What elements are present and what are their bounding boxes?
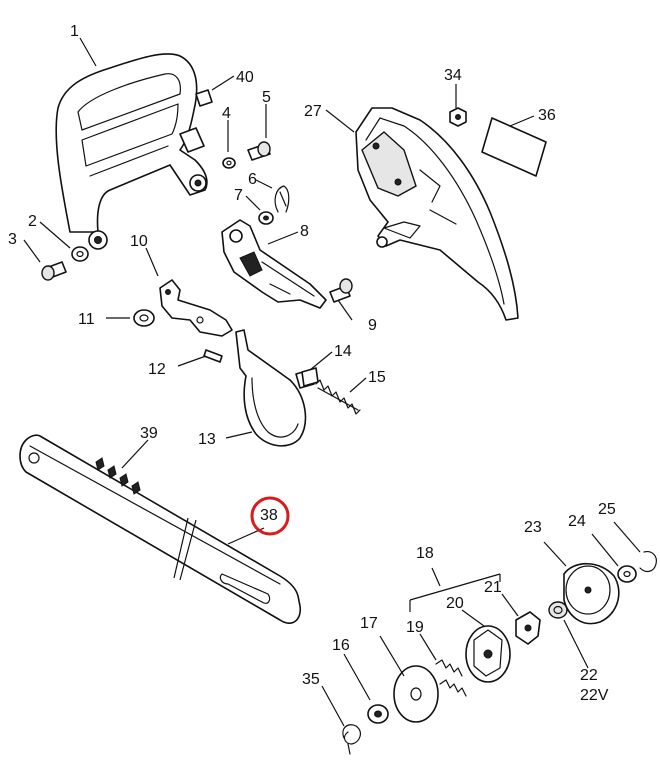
guide-bar-part-38[interactable] [19, 434, 302, 624]
label-part-36[interactable]: 36 [538, 107, 556, 124]
screw-part-3[interactable] [41, 261, 67, 281]
label-sticker-part-36[interactable] [481, 117, 547, 177]
clutch-assembly-part-20[interactable] [465, 625, 511, 683]
brake-lever-part-8[interactable] [221, 219, 327, 309]
label-part-25[interactable]: 25 [598, 501, 616, 518]
sprocket-cover-part-27[interactable] [355, 107, 519, 321]
label-part-8[interactable]: 8 [300, 223, 309, 240]
label-part-2[interactable]: 2 [28, 213, 37, 230]
spring-part-35[interactable] [342, 724, 361, 755]
hand-guard-part-1[interactable] [55, 53, 208, 250]
label-part-22v[interactable]: 22V [580, 687, 609, 704]
label-part-6[interactable]: 6 [248, 171, 257, 188]
label-part-4[interactable]: 4 [222, 105, 231, 122]
brake-link-part-10[interactable] [159, 279, 233, 337]
label-part-39[interactable]: 39 [140, 425, 158, 442]
clutch-drum-part-23[interactable] [563, 563, 620, 625]
label-part-12[interactable]: 12 [148, 361, 166, 378]
clip-part-14[interactable] [301, 367, 319, 387]
label-part-24[interactable]: 24 [568, 513, 586, 530]
label-part-5[interactable]: 5 [262, 89, 271, 106]
label-part-19[interactable]: 19 [406, 619, 424, 636]
circlip-part-25[interactable] [639, 551, 657, 573]
clutch-plate-part-17[interactable] [393, 665, 439, 723]
label-part-7[interactable]: 7 [234, 187, 243, 204]
label-part-20[interactable]: 20 [446, 595, 464, 612]
label-part-15[interactable]: 15 [368, 369, 386, 386]
label-part-21[interactable]: 21 [484, 579, 502, 596]
spring-clip-part-6[interactable] [274, 185, 290, 213]
label-part-38[interactable]: 38 [260, 507, 278, 524]
label-part-35[interactable]: 35 [302, 671, 320, 688]
spring-part-15[interactable] [315, 379, 361, 415]
oil-pump-drive-part-21[interactable] [515, 611, 541, 645]
label-part-23[interactable]: 23 [524, 519, 542, 536]
label-part-10[interactable]: 10 [130, 233, 148, 250]
label-part-40[interactable]: 40 [236, 69, 254, 86]
part-labels: 1 40 4 5 6 7 2 3 8 9 10 11 12 13 14 15 2… [8, 23, 616, 704]
label-part-9[interactable]: 9 [368, 317, 377, 334]
label-part-17[interactable]: 17 [360, 615, 378, 632]
label-part-11[interactable]: 11 [78, 311, 95, 328]
spacer-part-11[interactable] [133, 309, 155, 327]
washer-part-16[interactable] [367, 704, 389, 724]
label-part-16[interactable]: 16 [332, 637, 350, 654]
nut-part-34[interactable] [449, 107, 467, 127]
rubber-pad-part-40[interactable] [195, 89, 213, 107]
label-part-18[interactable]: 18 [416, 545, 434, 562]
label-part-1[interactable]: 1 [70, 23, 79, 40]
clutch-springs-part-19[interactable] [435, 659, 467, 697]
label-part-34[interactable]: 34 [444, 67, 462, 84]
washer-part-4[interactable] [222, 157, 236, 169]
label-part-13[interactable]: 13 [198, 431, 216, 448]
bar-rivets-part-39[interactable] [95, 457, 141, 495]
screw-part-5[interactable] [247, 141, 271, 161]
collar-nut-part-7[interactable] [258, 211, 274, 225]
needle-bearing-part-22[interactable] [548, 601, 568, 619]
washer-part-24[interactable] [617, 565, 637, 583]
screw-part-9[interactable] [329, 278, 353, 303]
highlight-ring [250, 496, 290, 536]
label-part-22[interactable]: 22 [580, 667, 598, 684]
pin-part-12[interactable] [203, 349, 223, 363]
label-part-3[interactable]: 3 [8, 231, 17, 248]
leader-lines [23, 37, 641, 727]
brake-band-part-13[interactable] [235, 329, 315, 447]
washer-part-2[interactable] [71, 246, 89, 262]
label-part-27[interactable]: 27 [304, 103, 322, 120]
label-part-14[interactable]: 14 [334, 343, 352, 360]
